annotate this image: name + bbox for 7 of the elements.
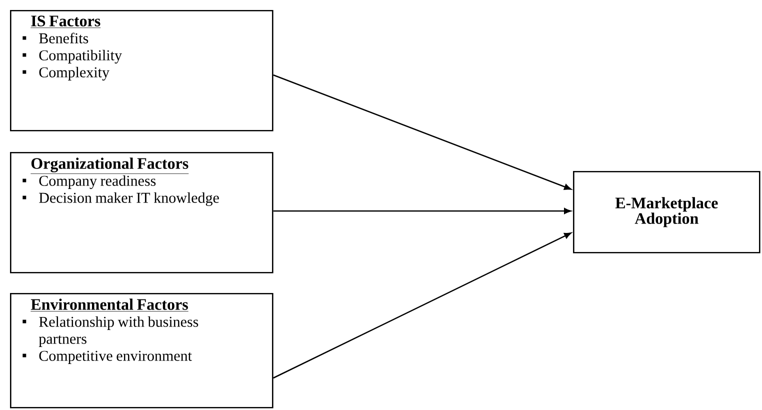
arrow [273,208,572,214]
factor-box: Organizational Factors Company readiness Decision maker IT knowledge [10,152,274,274]
arrow [273,74,572,190]
arrow [273,232,572,379]
factor-box: Environmental Factors Relationship with business partners Competitive environment [10,293,274,408]
factor-box: IS Factors Benefits Compatibility Complexity [10,10,274,132]
outcome-box: E-Marketplace Adoption [573,171,760,254]
